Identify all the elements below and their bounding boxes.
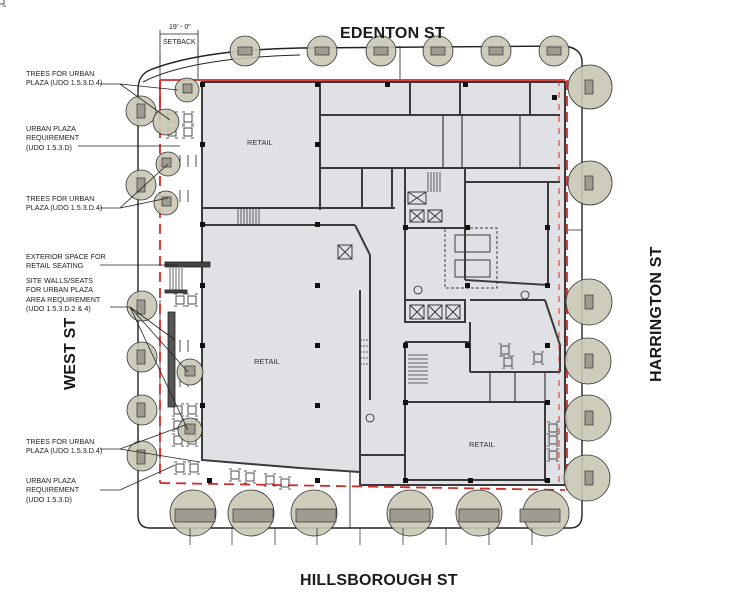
street-label-west: WEST ST xyxy=(62,317,79,390)
site-walls xyxy=(164,261,211,408)
annotation-site-walls-seats: SITE WALLS/SEATS FOR URBAN PLAZA AREA RE… xyxy=(26,276,101,314)
annotation-exterior-retail-seating: EXTERIOR SPACE FOR RETAIL SEATING xyxy=(26,252,106,271)
street-label-east: HARRINGTON ST xyxy=(648,246,665,382)
annotation-trees-urban-plaza-3: TREES FOR URBAN PLAZA (UDO 1.5.3.D.4) xyxy=(26,437,103,456)
room-label-retail-west: RETAIL xyxy=(254,357,280,366)
building-footprint xyxy=(169,81,566,486)
annotation-urban-plaza-requirement-1: URBAN PLAZA REQUIREMENT (UDO 1.5.3.D) xyxy=(26,124,80,152)
setback-dimension-label: SETBACK xyxy=(163,39,196,46)
room-label-retail-southeast: RETAIL xyxy=(469,440,495,449)
annotation-trees-urban-plaza-2: TREES FOR URBAN PLAZA (UDO 1.5.3.D.4) xyxy=(26,194,103,213)
tree-grates xyxy=(136,46,594,523)
street-label-south: HILLSBOROUGH ST xyxy=(300,572,458,589)
room-label-retail-northwest: RETAIL xyxy=(247,138,273,147)
street-label-north: EDENTON ST xyxy=(340,25,445,42)
setback-dimension-value: 19' - 0" xyxy=(169,24,191,31)
annotation-urban-plaza-requirement-2: URBAN PLAZA REQUIREMENT (UDO 1.5.3.D) xyxy=(26,476,80,504)
annotation-trees-urban-plaza-1: TREES FOR URBAN PLAZA (UDO 1.5.3.D.4) xyxy=(26,69,103,88)
setback-dimension xyxy=(159,30,199,60)
leader-lines xyxy=(78,83,201,491)
